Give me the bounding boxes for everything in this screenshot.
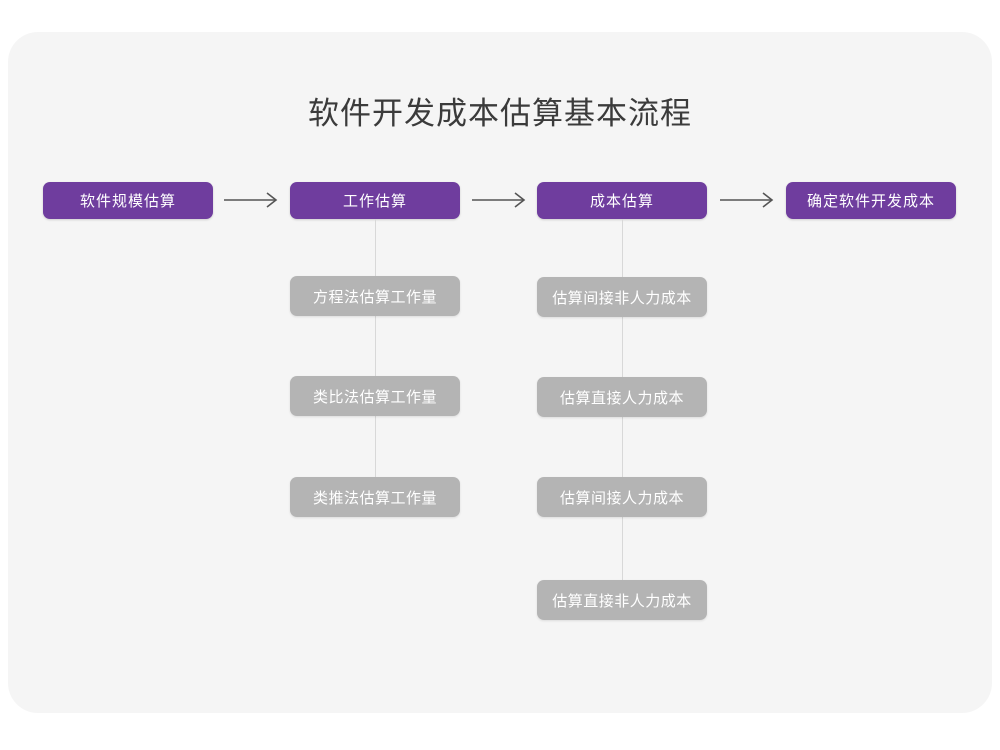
- flow-node-label: 确定软件开发成本: [806, 193, 935, 210]
- branch-node-direct-labor-cost[interactable]: 估算直接人力成本: [537, 377, 707, 417]
- diagram-card: [8, 32, 992, 713]
- connector-line-effort-branch: [375, 219, 376, 477]
- arrow-right-icon-3: [718, 190, 778, 210]
- branch-node-inference-method-effort[interactable]: 类推法估算工作量: [290, 477, 460, 517]
- branch-node-equation-method-effort[interactable]: 方程法估算工作量: [290, 276, 460, 316]
- branch-node-label: 估算直接非人力成本: [552, 592, 692, 610]
- flow-node-label: 工作估算: [342, 193, 407, 210]
- branch-node-indirect-labor-cost[interactable]: 估算间接人力成本: [537, 477, 707, 517]
- flow-node-software-scale-estimation[interactable]: 软件规模估算: [43, 182, 213, 219]
- page-title: 软件开发成本估算基本流程: [308, 96, 692, 131]
- arrow-right-icon-1: [222, 190, 282, 210]
- flow-node-effort-estimation[interactable]: 工作估算: [290, 182, 460, 219]
- flow-node-cost-estimation[interactable]: 成本估算: [537, 182, 707, 219]
- branch-node-direct-nonlabor-cost[interactable]: 估算直接非人力成本: [537, 580, 707, 620]
- branch-node-label: 类推法估算工作量: [312, 489, 437, 507]
- flow-node-label: 软件规模估算: [79, 193, 176, 210]
- branch-node-analogy-method-effort[interactable]: 类比法估算工作量: [290, 376, 460, 416]
- branch-node-label: 估算间接非人力成本: [552, 289, 692, 307]
- branch-node-label: 估算间接人力成本: [559, 489, 684, 507]
- branch-node-indirect-nonlabor-cost[interactable]: 估算间接非人力成本: [537, 277, 707, 317]
- arrow-right-icon-2: [470, 190, 530, 210]
- branch-node-label: 方程法估算工作量: [312, 288, 437, 306]
- branch-node-label: 类比法估算工作量: [312, 388, 437, 406]
- branch-node-label: 估算直接人力成本: [559, 389, 684, 407]
- flow-node-label: 成本估算: [589, 193, 654, 210]
- flow-node-determine-development-cost[interactable]: 确定软件开发成本: [786, 182, 956, 219]
